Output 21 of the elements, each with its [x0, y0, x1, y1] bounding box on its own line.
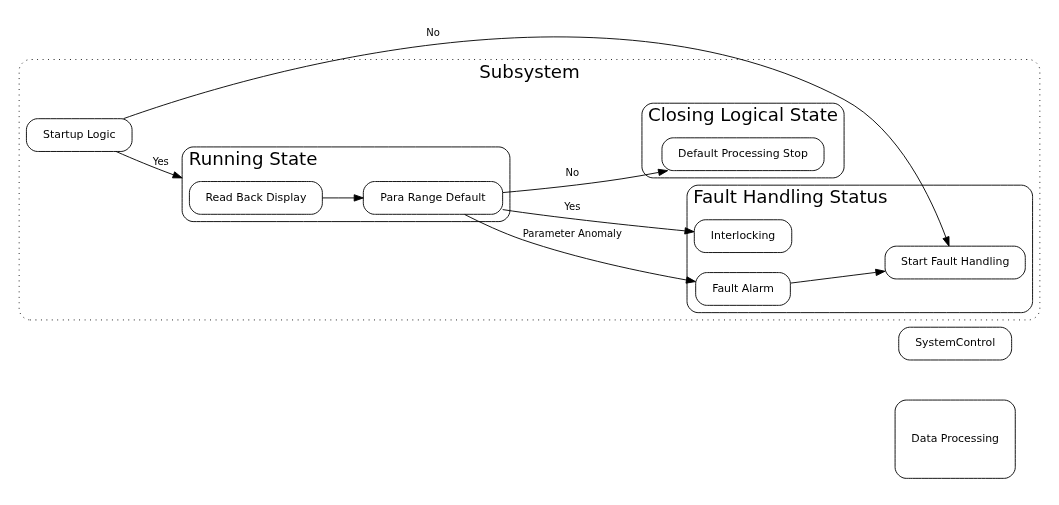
edge-label: No	[426, 26, 440, 38]
edge-label: Parameter Anomaly	[522, 227, 622, 239]
node-box: Start Fault Handling	[884, 245, 1026, 279]
arrow	[123, 36, 950, 247]
arrow	[463, 213, 696, 284]
edge-label: Yes	[564, 200, 581, 212]
edge-label: No	[565, 166, 580, 178]
node-box: Read Back Display	[188, 180, 323, 215]
node-box: Para Range Default	[362, 180, 504, 215]
arrow	[502, 208, 695, 234]
arrow	[115, 150, 183, 178]
arrow	[322, 193, 364, 202]
node-box: Default Processing Stop	[661, 136, 825, 171]
node-box: Startup Logic	[25, 117, 133, 152]
node-box: Interlocking	[693, 218, 793, 253]
node-box: SystemControl	[898, 326, 1013, 360]
arrow	[790, 268, 886, 284]
arrow	[502, 168, 669, 193]
node-box: Fault Alarm	[695, 271, 791, 306]
edge-label: Yes	[152, 155, 169, 167]
node-box: Data Processing	[894, 399, 1016, 479]
